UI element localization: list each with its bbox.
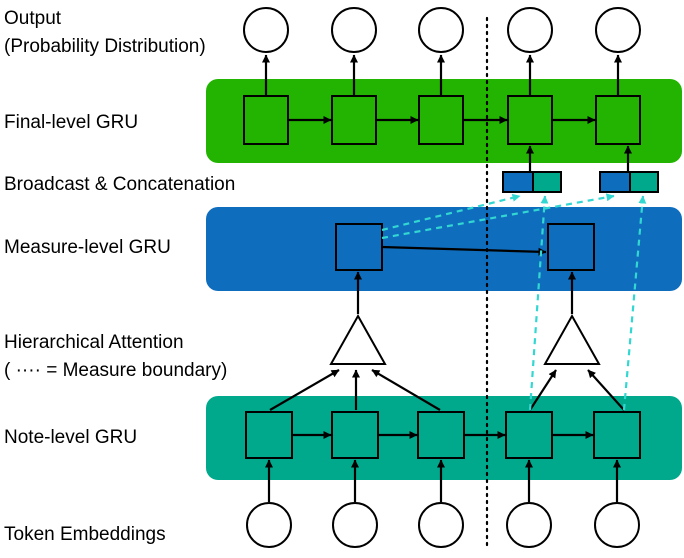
broadcast-arrow-note (528, 195, 549, 411)
output-circle (595, 7, 641, 53)
final-gru-cell (507, 95, 553, 145)
note-gru-cell (593, 411, 641, 459)
broadcast-arrow-note (622, 195, 647, 411)
broadcast-arrow-measure (381, 193, 521, 232)
output-circle (331, 7, 377, 53)
attention-input-arrow (587, 369, 625, 411)
attention-input-arrow (529, 369, 557, 411)
note-gru-cell (417, 411, 465, 459)
output-label-line1: Output (4, 8, 62, 29)
note-gru-cell (505, 411, 553, 459)
note-gru-cell (245, 411, 293, 459)
measure-gru-cell (335, 223, 383, 271)
concat-note-part (532, 171, 562, 193)
final-gru-label: Final-level GRU (4, 112, 138, 133)
note-gru-cells (245, 411, 641, 459)
final-gru-cell (331, 95, 377, 145)
attention-input-arrow (371, 369, 441, 411)
note-to-attention-arrows (269, 369, 625, 411)
embedding-circles (246, 502, 640, 548)
final-gru-cell (243, 95, 289, 145)
concat-measure-part (599, 171, 631, 193)
measure-gru-cell (547, 223, 595, 271)
embedding-circle (506, 502, 552, 548)
embedding-to-note-arrows (265, 459, 621, 502)
output-arrows (262, 54, 622, 96)
output-circle (507, 7, 553, 53)
concat-vector (502, 171, 562, 193)
attention-label-line2: ( ···· = Measure boundary) (4, 360, 227, 381)
note-gru-cell (331, 411, 379, 459)
broadcast-dashed-arrows (381, 193, 647, 411)
measure-gru-cells (335, 223, 595, 271)
measure-recurrent-arrow (381, 245, 547, 256)
final-gru-cell (595, 95, 641, 145)
output-label-line2: (Probability Distribution) (4, 36, 206, 57)
attention-triangles (329, 313, 601, 365)
measure-gru-label: Measure-level GRU (4, 237, 171, 258)
concat-vector (599, 171, 659, 193)
output-circles (243, 7, 641, 53)
embedding-circle (246, 502, 292, 548)
attention-label-line1: Hierarchical Attention (4, 332, 184, 353)
attention-triangle (543, 313, 601, 365)
embedding-circle (418, 502, 464, 548)
attention-triangle (329, 313, 387, 365)
concat-note-part (629, 171, 659, 193)
note-gru-label: Note-level GRU (4, 427, 137, 448)
final-gru-cell (418, 95, 464, 145)
broadcast-label: Broadcast & Concatenation (4, 174, 235, 195)
concat-measure-part (502, 171, 534, 193)
embeddings-label: Token Embeddings (4, 524, 166, 545)
attention-to-measure-arrows (354, 271, 576, 314)
concat-to-final-arrows (526, 145, 632, 172)
attention-input-arrow (269, 369, 340, 411)
output-circle (243, 7, 289, 53)
embedding-circle (332, 502, 378, 548)
output-circle (418, 7, 464, 53)
embedding-circle (594, 502, 640, 548)
